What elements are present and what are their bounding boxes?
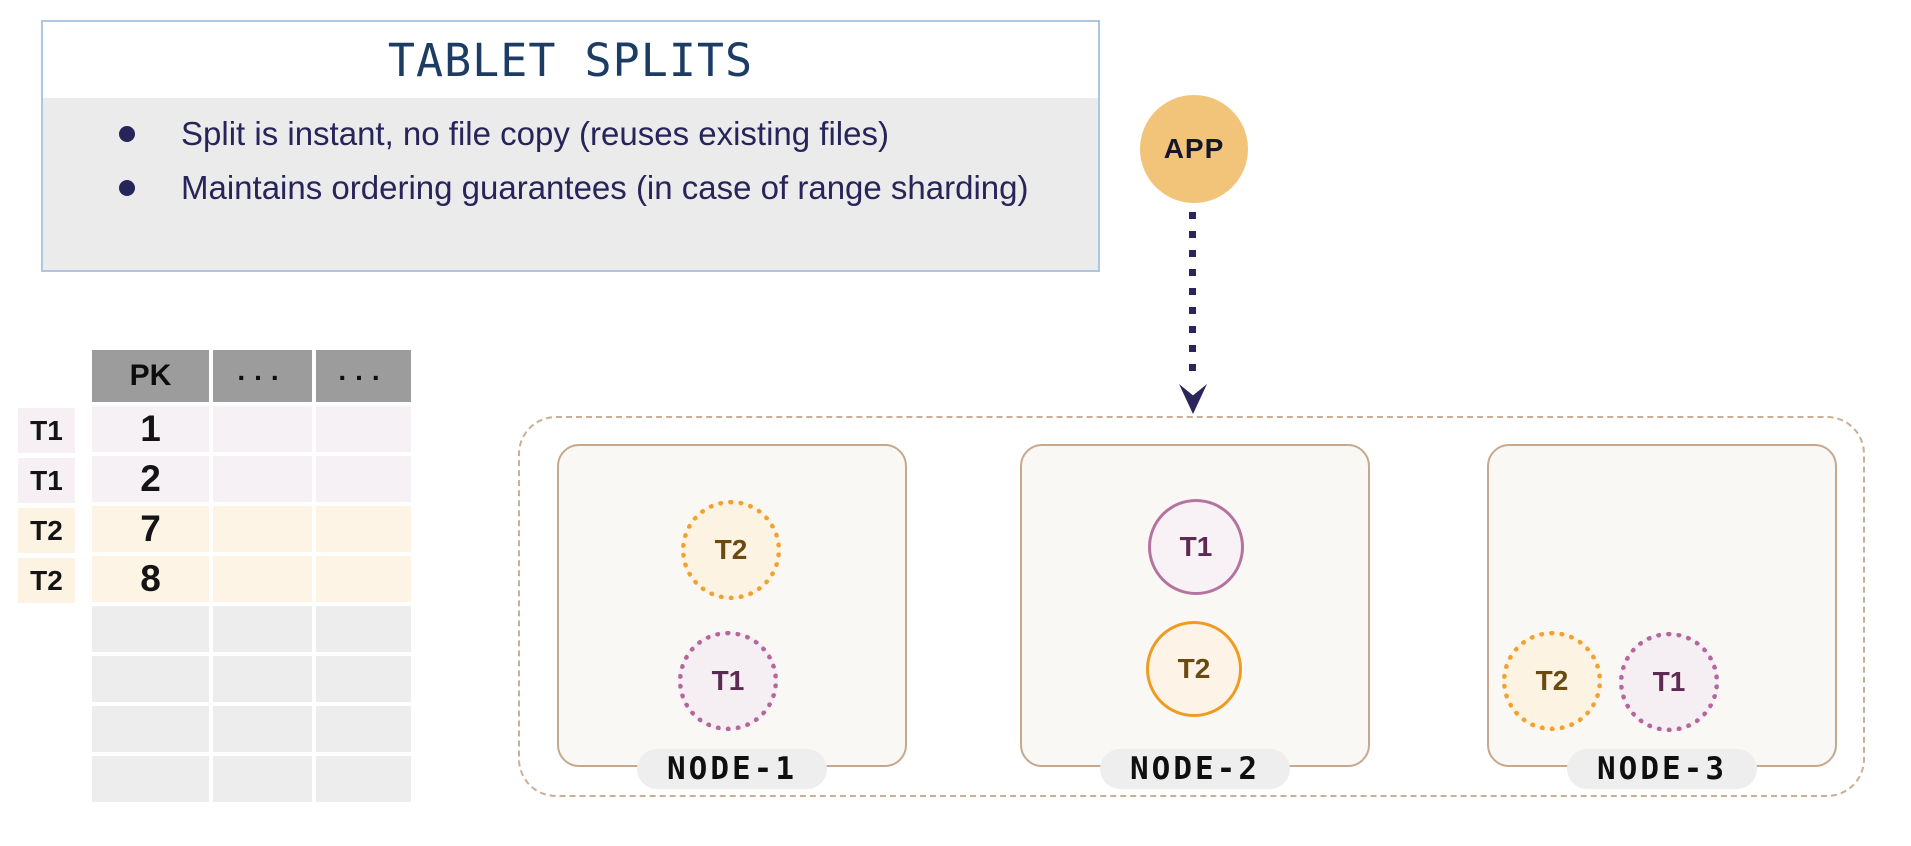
table-cell (213, 456, 312, 502)
bullet-dot (119, 126, 135, 142)
node-2-label: NODE-2 (1100, 749, 1290, 789)
info-panel: TABLET SPLITS Split is instant, no file … (41, 20, 1100, 272)
bullet-item: Split is instant, no file copy (reuses e… (43, 108, 1098, 160)
info-panel-title: TABLET SPLITS (387, 33, 754, 87)
tablet-label: T1 (711, 665, 745, 696)
tablet-label: T2 (1535, 665, 1569, 696)
pk-value: 8 (140, 558, 161, 599)
tablet-t1: T1 (1148, 499, 1244, 595)
table-cell-pk: 2 (92, 456, 209, 502)
app-circle: APP (1140, 95, 1248, 203)
app-to-cluster-arrow-line (1189, 212, 1196, 382)
tablet-t1-split: T1 (678, 631, 778, 731)
range-chip-t2: T2 (18, 558, 75, 603)
tablet-label: T1 (1652, 666, 1686, 697)
tablet-t2-split: T2 (681, 500, 781, 600)
node-3-label: NODE-3 (1567, 749, 1757, 789)
tablet-label: T1 (1179, 531, 1213, 562)
bullet-text: Maintains ordering guarantees (in case o… (181, 169, 1029, 206)
empty-cell (316, 656, 411, 702)
cluster-container: T2 T1 NODE-1 T1 T2 NODE-2 T2 T1 NODE-3 (518, 416, 1865, 797)
pk-value: 7 (140, 508, 161, 549)
node-2-box: T1 T2 NODE-2 (1020, 444, 1370, 789)
bullet-item: Maintains ordering guarantees (in case o… (43, 162, 1098, 214)
empty-cell (92, 706, 209, 752)
table-cell (213, 406, 312, 452)
empty-cell (213, 706, 312, 752)
info-bullet-list: Split is instant, no file copy (reuses e… (43, 98, 1098, 270)
bullet-dot (119, 180, 135, 196)
tablet-t2-split: T2 (1502, 631, 1602, 731)
table-cell-pk: 7 (92, 506, 209, 552)
tablet-label: T2 (1177, 653, 1211, 684)
empty-cell (213, 656, 312, 702)
node-1-box: T2 T1 NODE-1 (557, 444, 907, 789)
range-chip-t2: T2 (18, 508, 75, 553)
empty-cell (213, 756, 312, 802)
table-cell-pk: 1 (92, 406, 209, 452)
tablet-t2: T2 (1146, 621, 1242, 717)
node-1-label: NODE-1 (637, 749, 827, 789)
table-cell-pk: 8 (92, 556, 209, 602)
pk-value: 1 (140, 408, 161, 449)
empty-cell (316, 606, 411, 652)
bullet-text: Split is instant, no file copy (reuses e… (181, 115, 889, 152)
node-3-box: T2 T1 NODE-3 (1487, 444, 1837, 789)
empty-cell (92, 656, 209, 702)
table-grid: PK ... ... 1 2 7 8 (92, 350, 411, 802)
tablet-label: T2 (714, 534, 748, 565)
tablet-range-chips: T1 T1 T2 T2 (18, 408, 75, 603)
app-label: APP (1163, 133, 1225, 164)
table-cell (316, 506, 411, 552)
empty-cell (316, 706, 411, 752)
column-header-pk: PK (92, 350, 209, 402)
table-cell (316, 456, 411, 502)
column-header-dots: ... (213, 350, 312, 402)
empty-cell (213, 606, 312, 652)
table-cell (213, 506, 312, 552)
table-cell (316, 556, 411, 602)
empty-cell (92, 606, 209, 652)
app-to-cluster-arrow-head (1179, 384, 1207, 414)
table-cell (316, 406, 411, 452)
column-header-dots: ... (316, 350, 411, 402)
table-cell (213, 556, 312, 602)
empty-cell (92, 756, 209, 802)
pk-value: 2 (140, 458, 161, 499)
range-chip-t1: T1 (18, 408, 75, 453)
empty-cell (316, 756, 411, 802)
tablet-t1-split: T1 (1619, 632, 1719, 732)
range-chip-t1: T1 (18, 458, 75, 503)
